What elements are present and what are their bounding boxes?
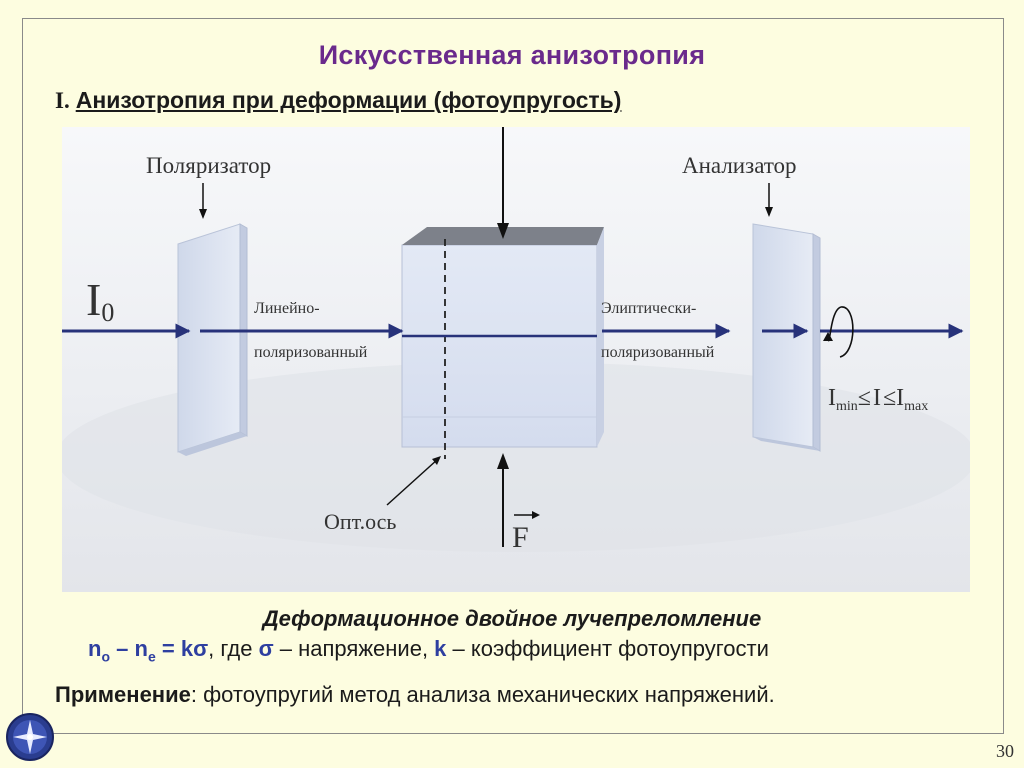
slide-title: Искусственная анизотропия bbox=[318, 40, 706, 70]
polarizer-label: Поляризатор bbox=[146, 153, 271, 178]
formula-line: no – ne = kσ, где σ – напряжение, k – ко… bbox=[88, 636, 769, 664]
subtitle-text: Анизотропия при деформации (фотоупругост… bbox=[75, 87, 622, 113]
analyzer-plate bbox=[752, 223, 821, 452]
intensity-in-label: I0 bbox=[86, 274, 114, 327]
formula-n-e-symbol: n bbox=[134, 636, 148, 661]
optic-axis-label: Опт.ось bbox=[324, 509, 396, 534]
formula-n-o-sub: o bbox=[101, 648, 111, 665]
formula-n-o: no bbox=[88, 636, 111, 665]
range-i-max-sub: max bbox=[904, 399, 928, 414]
subtitle-number: I. bbox=[55, 88, 70, 113]
formula-sigma: σ bbox=[258, 636, 274, 661]
slide-subtitle: I.Анизотропия при деформации (фотоупруго… bbox=[55, 87, 621, 114]
formula-text-where: , где bbox=[208, 636, 259, 661]
application-label: Применение bbox=[55, 682, 191, 707]
range-i-min-sub: min bbox=[836, 399, 858, 414]
range-le-1: ≤ bbox=[858, 385, 871, 411]
elliptic-label-1: Элиптически- bbox=[601, 300, 696, 317]
formula-n-e: ne bbox=[134, 636, 156, 665]
intensity-in-sub: 0 bbox=[101, 298, 114, 327]
range-le-2: ≤ bbox=[883, 385, 896, 411]
formula-n-e-sub: e bbox=[147, 648, 156, 665]
linear-label-2: поляризованный bbox=[254, 344, 368, 361]
linear-label-1: Линейно- bbox=[254, 300, 320, 317]
force-arrow-top bbox=[497, 127, 509, 239]
formula-minus: – bbox=[116, 636, 129, 661]
page-number: 30 bbox=[996, 741, 1014, 761]
university-logo-icon bbox=[6, 713, 54, 761]
elliptic-label-2: поляризованный bbox=[601, 344, 715, 361]
formula-text-coefficient: – коэффициент фотоупругости bbox=[446, 636, 769, 661]
application-text: : фотоупругий метод анализа механических… bbox=[190, 682, 775, 707]
intensity-range-label: Imin≤I≤Imax bbox=[828, 385, 928, 414]
caption: Деформационное двойное лучепреломление bbox=[262, 606, 762, 631]
polarizer-pointer bbox=[199, 183, 207, 219]
intensity-in-symbol: I bbox=[86, 274, 101, 325]
force-arrow-bottom bbox=[497, 453, 509, 547]
range-i-min: I bbox=[828, 385, 836, 411]
analyzer-label: Анализатор bbox=[682, 153, 797, 178]
formula-n-o-symbol: n bbox=[88, 636, 102, 661]
formula-k: k bbox=[434, 636, 447, 661]
range-i-mid: I bbox=[873, 385, 881, 411]
polarizer-plate bbox=[177, 223, 248, 456]
analyzer-pointer bbox=[765, 183, 773, 217]
force-label: F bbox=[512, 511, 540, 554]
photoelasticity-diagram: Поляризатор Анализатор I0 Линейно- поляр… bbox=[62, 127, 970, 592]
formula-text-stress: – напряжение, bbox=[273, 636, 435, 661]
range-i-max: I bbox=[896, 385, 904, 411]
optic-axis-pointer bbox=[386, 456, 441, 506]
slide-frame bbox=[22, 18, 1004, 734]
application-line: Применение: фотоупругий метод анализа ме… bbox=[55, 682, 775, 708]
rotation-arc bbox=[823, 306, 854, 358]
force-symbol: F bbox=[512, 521, 529, 554]
formula-equals: = kσ bbox=[161, 636, 209, 661]
